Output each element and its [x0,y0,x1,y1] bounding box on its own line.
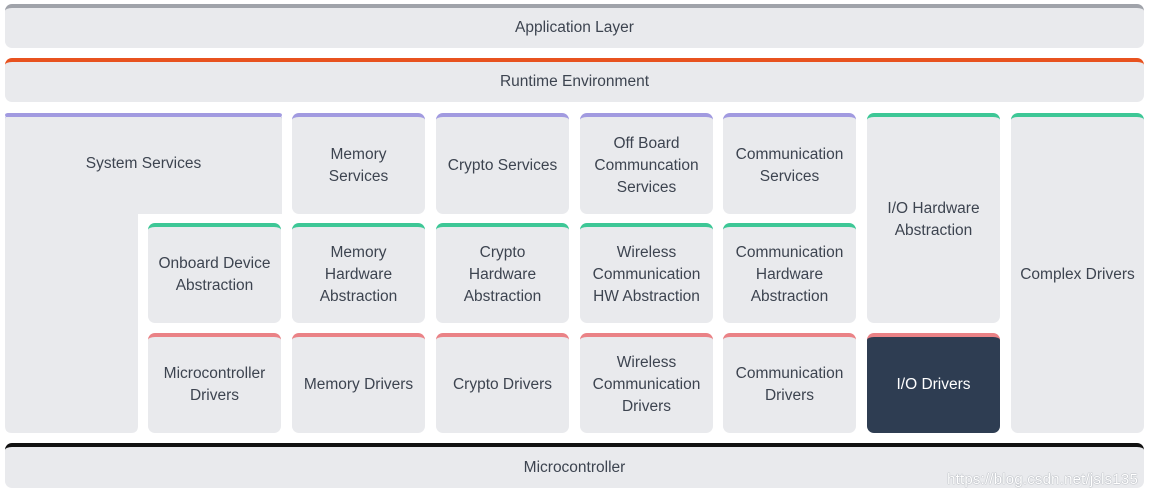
io-drivers: I/O Drivers [867,333,1000,433]
communication-services: Communication Services [723,113,856,214]
communication-hardware-abstraction: Communication Hardware Abstraction [723,223,856,323]
runtime-environment: Runtime Environment [5,58,1144,102]
offboard-communication-services-label: Off Board Communcation Services [594,134,699,196]
memory-services: Memory Services [292,113,425,214]
wireless-communication-drivers-label: Wireless Communication Drivers [592,354,701,415]
runtime-environment-label: Runtime Environment [499,73,650,90]
memory-drivers-label: Memory Drivers [303,376,414,393]
microcontroller-layer: Microcontroller [5,443,1144,488]
application-layer-label: Application Layer [515,19,634,36]
communication-hardware-abstraction-label: Communication Hardware Abstraction [735,244,844,305]
offboard-communication-services: Off Board Communcation Services [580,113,713,214]
complex-drivers-label: Complex Drivers [1020,266,1135,283]
onboard-device-abstraction-label: Onboard Device Abstraction [158,255,271,294]
wireless-communication-drivers: Wireless Communication Drivers [580,333,713,433]
complex-drivers: Complex Drivers [1011,113,1144,433]
wireless-communication-hw-abstraction-label: Wireless Communication HW Abstraction [592,244,701,305]
crypto-hardware-abstraction: Crypto Hardware Abstraction [436,223,569,323]
memory-drivers: Memory Drivers [292,333,425,433]
onboard-device-abstraction: Onboard Device Abstraction [148,223,281,323]
memory-hardware-abstraction: Memory Hardware Abstraction [292,223,425,323]
crypto-drivers-label: Crypto Drivers [452,376,553,393]
communication-drivers: Communication Drivers [723,333,856,433]
crypto-services-label: Crypto Services [447,156,558,174]
microcontroller-drivers-label: Microcontroller Drivers [163,365,266,404]
io-hardware-abstraction: I/O Hardware Abstraction [867,113,1000,323]
io-drivers-label: I/O Drivers [896,376,971,393]
microcontroller-layer-label: Microcontroller [523,458,626,476]
wireless-communication-hw-abstraction: Wireless Communication HW Abstraction [580,223,713,323]
system-services-shape [5,113,282,433]
io-hardware-abstraction-label: I/O Hardware Abstraction [887,200,980,239]
memory-hardware-abstraction-label: Memory Hardware Abstraction [319,244,398,305]
crypto-services: Crypto Services [436,113,569,214]
crypto-hardware-abstraction-label: Crypto Hardware Abstraction [463,244,542,305]
watermark-text: https://blog.csdn.net/jsls135 [947,471,1138,488]
application-layer: Application Layer [5,4,1144,48]
system-services-label-box: System Services [5,113,282,214]
microcontroller-drivers: Microcontroller Drivers [148,333,281,433]
system-services-label: System Services [85,154,202,172]
system-services-block [5,113,282,433]
communication-services-label: Communication Services [735,145,844,185]
system-services-top-strip [5,113,282,117]
memory-services-label: Memory Services [328,145,389,185]
crypto-drivers: Crypto Drivers [436,333,569,433]
communication-drivers-label: Communication Drivers [735,365,844,404]
